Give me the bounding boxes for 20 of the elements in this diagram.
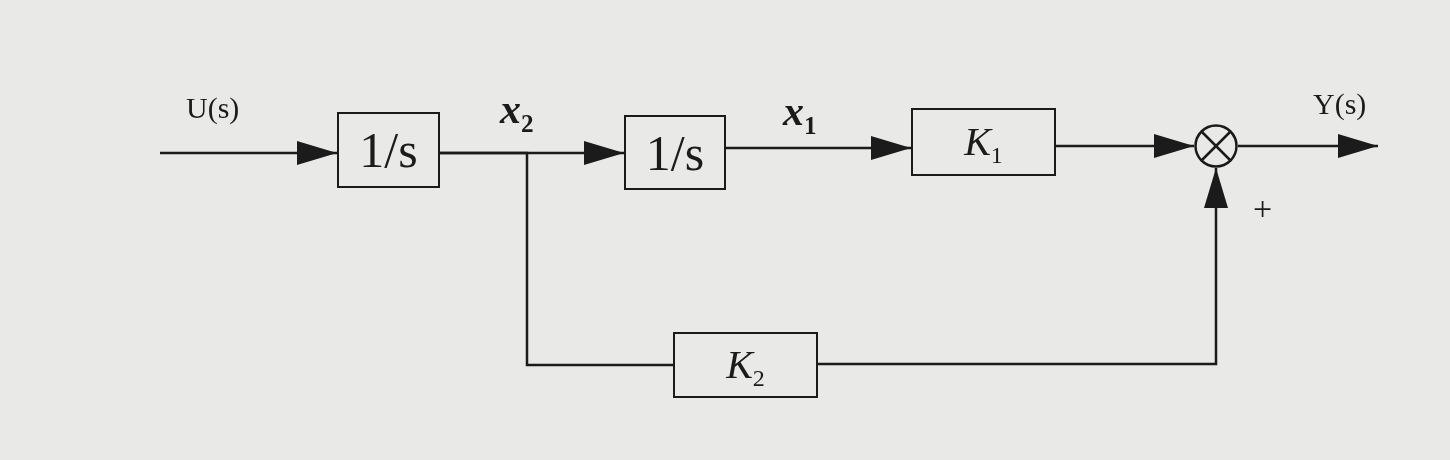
signal-label: Y(s) bbox=[1313, 89, 1367, 119]
transfer-block bbox=[911, 108, 1056, 176]
transfer-block bbox=[624, 115, 726, 190]
signal-label: x$_{2}$ bbox=[500, 88, 534, 130]
arrow bbox=[1056, 134, 1194, 158]
arrow bbox=[1238, 134, 1378, 158]
signal-label: U(s) bbox=[186, 93, 240, 123]
arrow bbox=[726, 136, 911, 160]
signal-line bbox=[440, 151, 673, 367]
sign-label: + bbox=[1253, 192, 1273, 226]
arrow bbox=[160, 141, 337, 165]
summing-junction bbox=[1194, 124, 1238, 168]
block-label: K$_{1}$ bbox=[964, 122, 1003, 162]
transfer-block bbox=[673, 332, 818, 398]
arrow bbox=[818, 168, 1228, 366]
block-label: 1/s bbox=[359, 125, 418, 175]
block-label: 1/s bbox=[645, 127, 705, 178]
block-label: K$_{2}$ bbox=[726, 345, 765, 385]
signal-label: x$_{1}$ bbox=[783, 90, 817, 132]
transfer-block bbox=[337, 112, 440, 188]
